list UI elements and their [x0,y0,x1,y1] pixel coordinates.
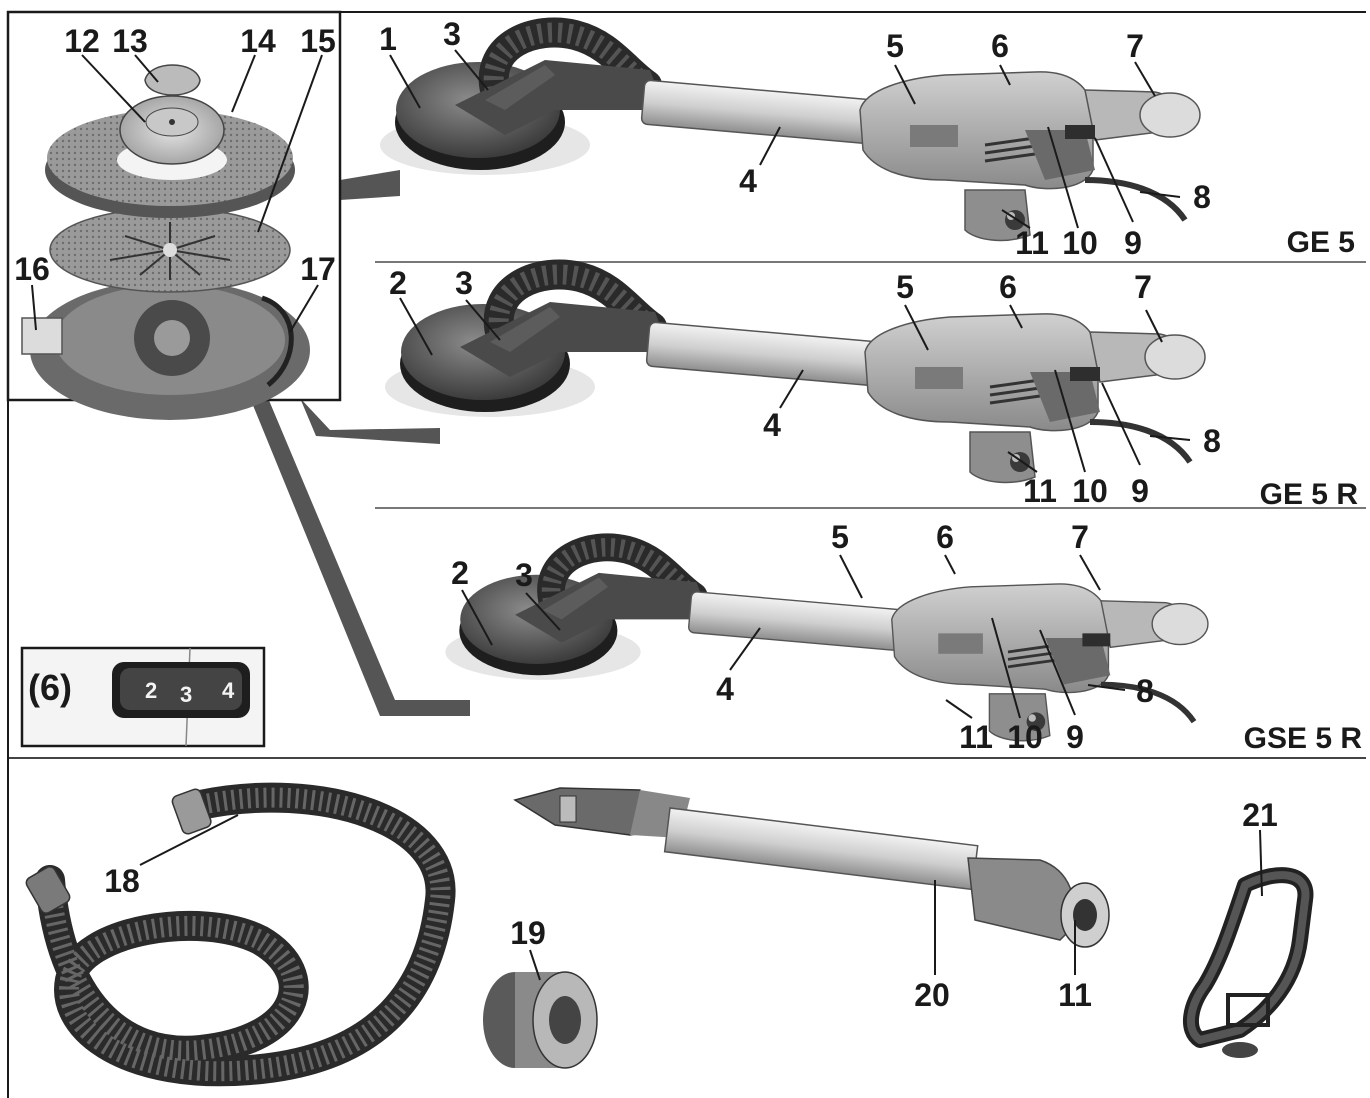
sander-ge5 [380,32,1200,240]
leader-lines [31,49,1263,981]
model-label-ge5r: GE 5 R [1260,478,1359,511]
callout-9: 9 [1131,473,1149,509]
callout-19: 19 [510,915,546,951]
callout-13: 13 [112,23,148,59]
hose-18 [25,782,456,1087]
callout-8: 8 [1193,179,1211,215]
callout-17: 17 [300,251,336,287]
callout-4: 4 [763,407,781,443]
callout-14: 14 [240,23,276,59]
callout-8: 8 [1136,673,1154,709]
inset-label: (6) [28,667,72,708]
callout-20: 20 [914,977,950,1013]
connector-wedges [250,170,470,716]
callout-11: 11 [959,719,993,755]
callout-10: 10 [1072,473,1108,509]
callout-6: 6 [991,28,1009,64]
callout-11: 11 [1015,225,1049,261]
callout-11: 11 [1023,473,1057,509]
callout-10: 10 [1062,225,1098,261]
callout-3: 3 [515,557,533,593]
callout-5: 5 [896,269,914,305]
handle-21 [1182,867,1314,1058]
speed-dial-inset [20,646,266,748]
dial-number-2: 2 [145,678,157,703]
callout-11: 11 [1058,977,1092,1013]
callout-9: 9 [1124,225,1142,261]
callout-21: 21 [1242,797,1278,833]
callout-7: 7 [1134,269,1152,305]
extension-tube-20 [513,787,1110,948]
callout-9: 9 [1066,719,1084,755]
model-label-ge5: GE 5 [1287,226,1355,259]
exploded-view-inset [6,10,342,420]
dial-number-3: 3 [180,682,192,707]
callout-6: 6 [936,519,954,555]
callout-7: 7 [1126,28,1144,64]
callout-1: 1 [379,21,397,57]
callout-10: 10 [1007,719,1043,755]
callout-12: 12 [64,23,100,59]
callout-16: 16 [14,251,50,287]
callout-3: 3 [443,16,461,52]
callout-3: 3 [455,265,473,301]
sander-ge5r [385,274,1205,482]
callout-4: 4 [739,163,757,199]
model-label-gse5r: GSE 5 R [1244,722,1363,755]
callout-15: 15 [300,23,336,59]
callout-7: 7 [1071,519,1089,555]
callout-18: 18 [104,863,140,899]
callout-5: 5 [831,519,849,555]
callout-4: 4 [716,671,734,707]
dial-number-4: 4 [222,678,235,703]
callout-5: 5 [886,28,904,64]
adapter-19 [483,971,598,1069]
callout-2: 2 [451,555,469,591]
callout-6: 6 [999,269,1017,305]
callout-8: 8 [1203,423,1221,459]
sander-gse5r [445,547,1208,740]
callout-2: 2 [389,265,407,301]
